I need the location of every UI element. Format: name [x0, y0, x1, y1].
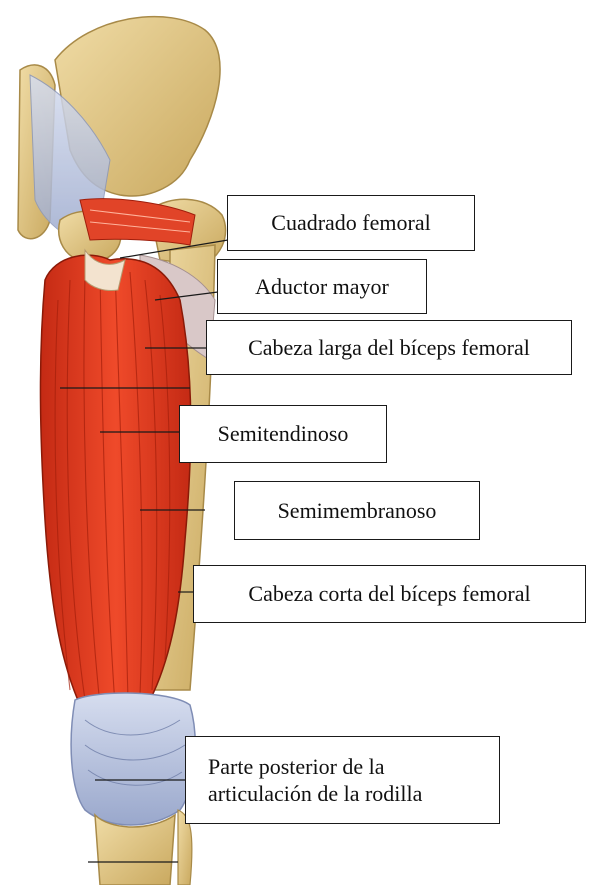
- label-cabeza-corta-text: Cabeza corta del bíceps femoral: [248, 580, 530, 608]
- label-semitendinoso: Semitendinoso: [179, 405, 387, 463]
- label-semitendinoso-text: Semitendinoso: [218, 420, 349, 448]
- label-cabeza-larga-text: Cabeza larga del bíceps femoral: [248, 334, 530, 362]
- label-rodilla-line1: Parte posterior de la: [208, 753, 385, 781]
- hamstring-muscles: [40, 255, 190, 716]
- label-rodilla: Parte posterior de la articulación de la…: [185, 736, 500, 824]
- label-cabeza-corta: Cabeza corta del bíceps femoral: [193, 565, 586, 623]
- label-rodilla-line2: articulación de la rodilla: [208, 780, 422, 808]
- label-cabeza-larga: Cabeza larga del bíceps femoral: [206, 320, 572, 375]
- label-aductor-mayor: Aductor mayor: [217, 259, 427, 314]
- label-cuadrado-femoral: Cuadrado femoral: [227, 195, 475, 251]
- label-semimembranoso-text: Semimembranoso: [278, 497, 437, 525]
- knee-joint: [71, 693, 195, 825]
- label-aductor-mayor-text: Aductor mayor: [255, 273, 389, 301]
- label-semimembranoso: Semimembranoso: [234, 481, 480, 540]
- label-cuadrado-femoral-text: Cuadrado femoral: [271, 209, 430, 237]
